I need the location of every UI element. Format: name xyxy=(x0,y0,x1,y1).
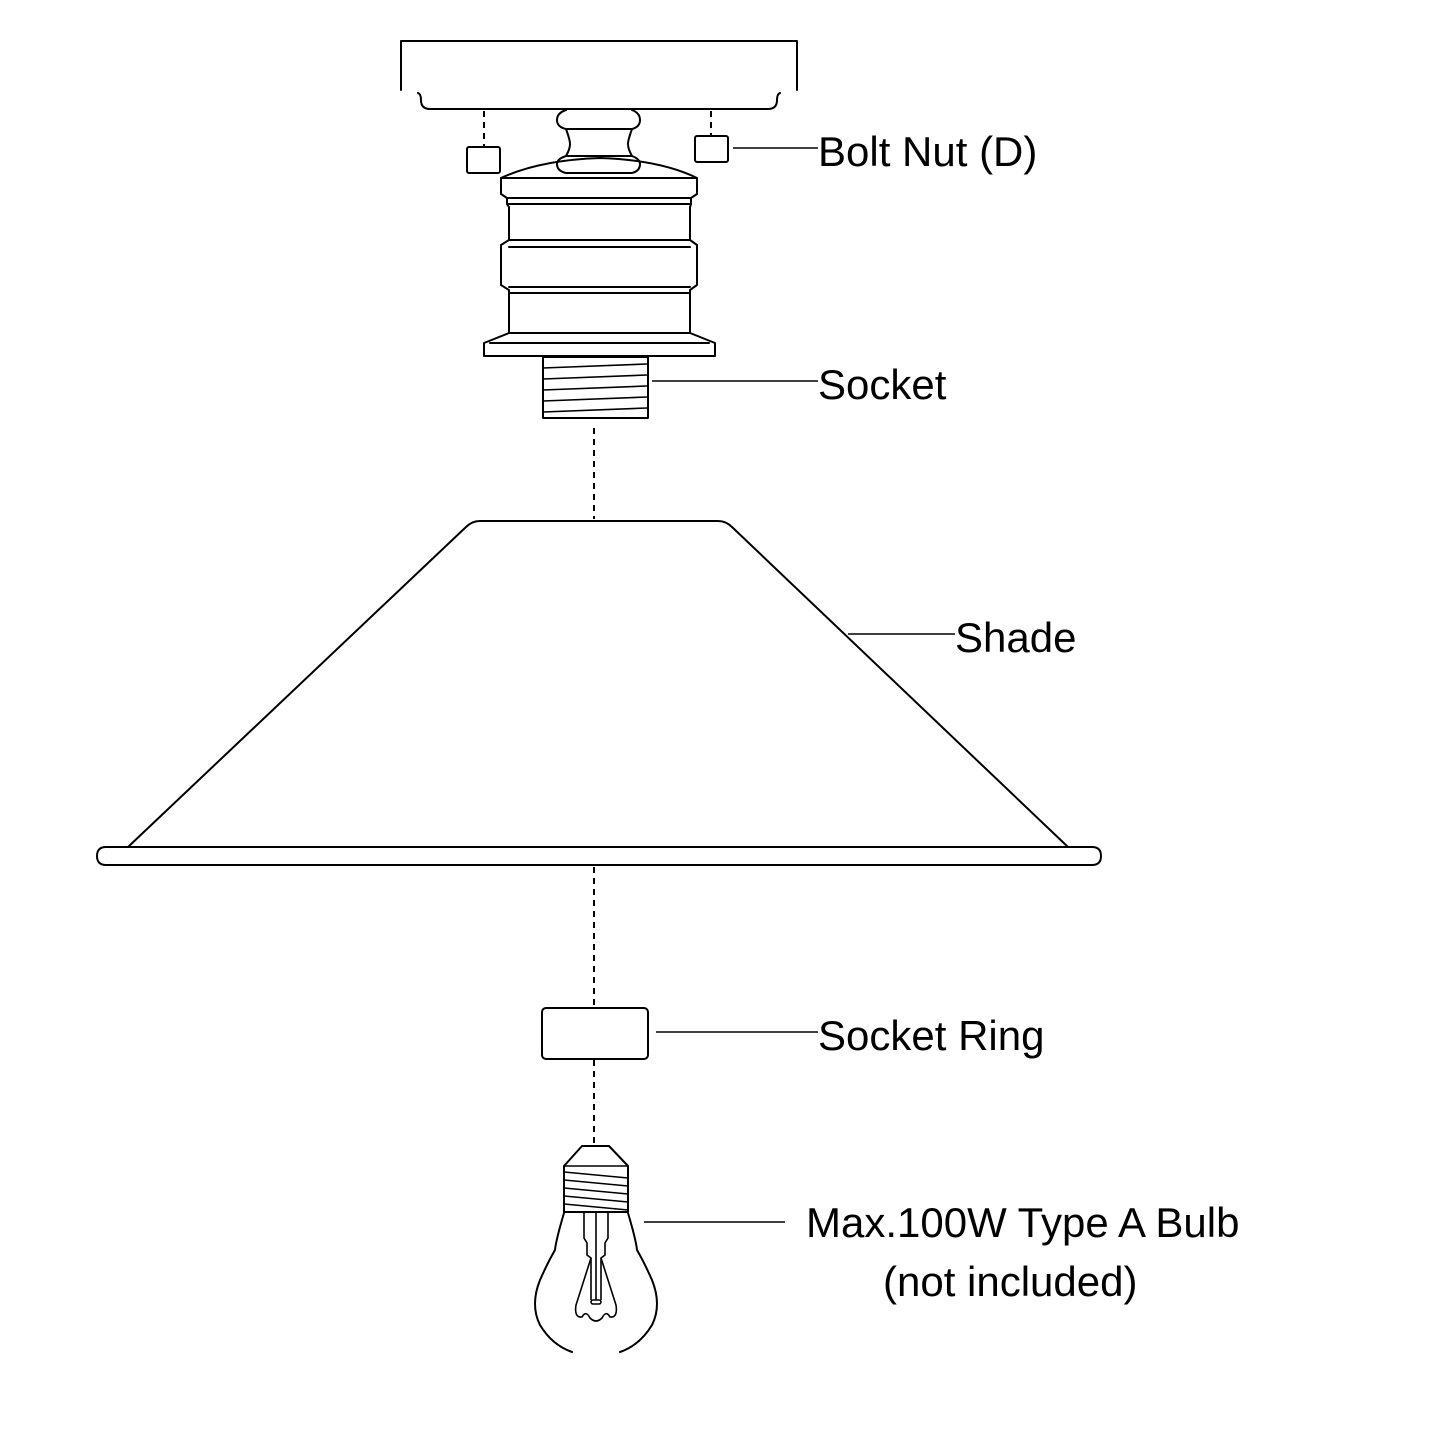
shade xyxy=(96,520,1102,866)
socket-thread xyxy=(542,356,818,419)
bulb xyxy=(534,1145,785,1353)
bulb-sublabel: (not included) xyxy=(883,1258,1138,1305)
bulb-label: Max.100W Type A Bulb xyxy=(806,1199,1240,1246)
socket-ring-label: Socket Ring xyxy=(818,1012,1045,1059)
socket-body xyxy=(483,109,716,357)
bolt-nut-left xyxy=(466,111,501,174)
socket-ring xyxy=(541,1007,818,1060)
shade-label: Shade xyxy=(955,614,1077,661)
socket-label: Socket xyxy=(818,361,947,408)
bolt-nut-label: Bolt Nut (D) xyxy=(818,128,1038,175)
canopy xyxy=(400,40,798,110)
bolt-nut-right xyxy=(694,111,818,163)
